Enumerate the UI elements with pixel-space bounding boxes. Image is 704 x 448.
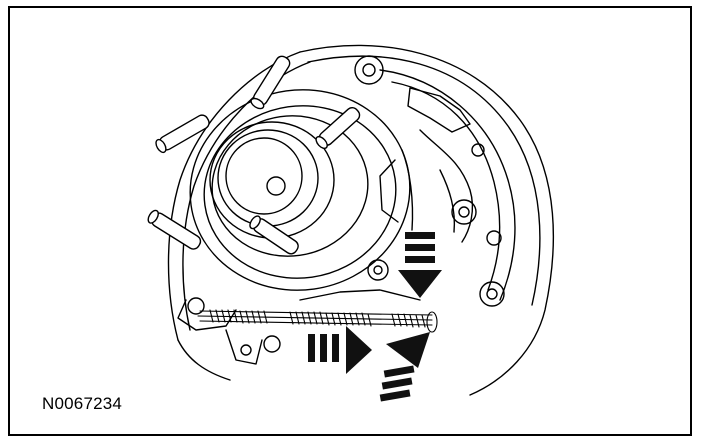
wheel-hub xyxy=(209,121,335,239)
wheel-stud xyxy=(315,106,361,150)
figure-id-label: N0067234 xyxy=(42,394,123,413)
arrow-up-right xyxy=(379,332,430,402)
wheel-studs xyxy=(147,55,361,255)
wheel-stud xyxy=(250,55,291,110)
wheel-stud xyxy=(147,209,202,250)
arrow-down xyxy=(398,232,442,298)
arrow-right xyxy=(308,326,372,374)
wheel-stud xyxy=(155,114,210,154)
hub-flange xyxy=(189,89,411,291)
brake-shoe xyxy=(379,69,516,301)
anchor-pin xyxy=(354,55,505,307)
adjuster-assembly xyxy=(177,289,421,365)
direction-arrows xyxy=(308,232,442,402)
adjuster-spring xyxy=(197,309,438,333)
wheel-stud xyxy=(249,215,299,255)
